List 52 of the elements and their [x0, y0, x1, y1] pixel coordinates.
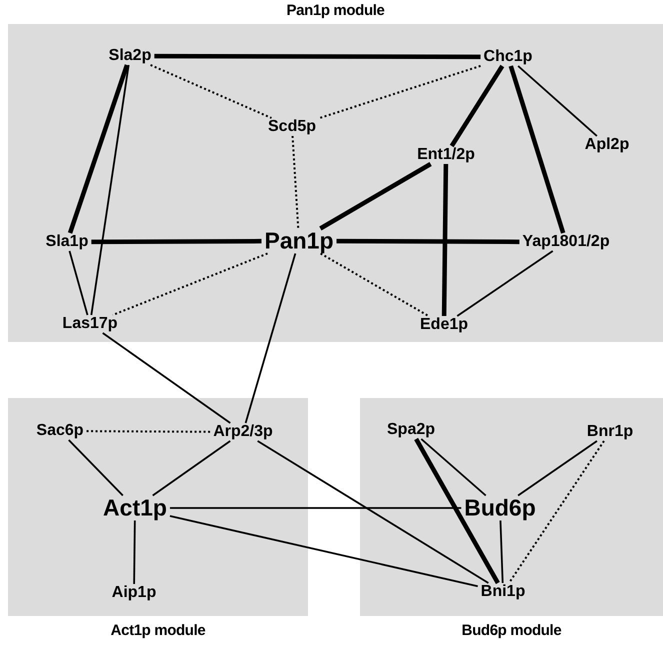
- protein-label: Las17p: [62, 316, 118, 332]
- connector-line: [508, 65, 566, 234]
- connector-line: [442, 164, 448, 316]
- protein-label: Bud6p: [464, 496, 536, 520]
- protein-label: Ede1p: [420, 317, 468, 333]
- protein-label: Arp2/3p: [213, 424, 273, 440]
- connector-line: [102, 332, 231, 424]
- dotted-connector: [508, 440, 605, 584]
- connector-line: [500, 520, 504, 584]
- module-title: Bud6p module: [462, 621, 562, 641]
- connector-line: [152, 440, 231, 496]
- protein-label: Chc1p: [484, 49, 532, 65]
- connector-line: [68, 250, 88, 316]
- protein-label: Act1p: [103, 496, 167, 520]
- connector-line: [91, 238, 262, 244]
- protein-label: Apl2p: [584, 137, 630, 153]
- connector-line: [518, 65, 598, 137]
- connector-line: [257, 440, 489, 584]
- dotted-connector: [150, 64, 272, 119]
- dotted-connector: [318, 64, 481, 120]
- module-title: Act1p module: [110, 621, 206, 641]
- connector-line: [154, 54, 481, 60]
- protein-label: Sla1p: [46, 234, 88, 250]
- connector-line: [90, 64, 130, 316]
- connector-line: [319, 162, 432, 230]
- connector-line: [456, 250, 554, 317]
- protein-label: Yap1801/2p: [522, 234, 610, 250]
- protein-label: Aip1p: [112, 585, 156, 601]
- dotted-connector: [86, 430, 210, 433]
- protein-label: Sla2p: [108, 48, 152, 64]
- dotted-connector: [112, 252, 268, 316]
- connector-line: [518, 440, 598, 496]
- connector-line: [133, 520, 136, 584]
- module-title: Pan1p module: [286, 1, 385, 21]
- protein-label: Bni1p: [480, 584, 526, 600]
- protein-label: Scd5p: [268, 119, 316, 135]
- connector-line: [420, 438, 486, 496]
- connector-line: [68, 439, 124, 496]
- protein-label: Pan1p: [264, 230, 334, 252]
- dotted-connector: [292, 136, 300, 229]
- protein-label: Spa2p: [387, 422, 435, 438]
- connector-line: [450, 64, 504, 148]
- connector-line: [336, 238, 520, 244]
- connector-line: [170, 507, 462, 509]
- dotted-connector: [320, 252, 429, 317]
- connector-line: [244, 253, 296, 424]
- connector-line: [68, 64, 130, 234]
- protein-label: Bnr1p: [586, 424, 634, 440]
- connector-line: [414, 438, 500, 584]
- protein-label: Ent1/2p: [417, 147, 475, 163]
- connector-line: [170, 515, 478, 588]
- protein-label: Sac6p: [36, 423, 84, 439]
